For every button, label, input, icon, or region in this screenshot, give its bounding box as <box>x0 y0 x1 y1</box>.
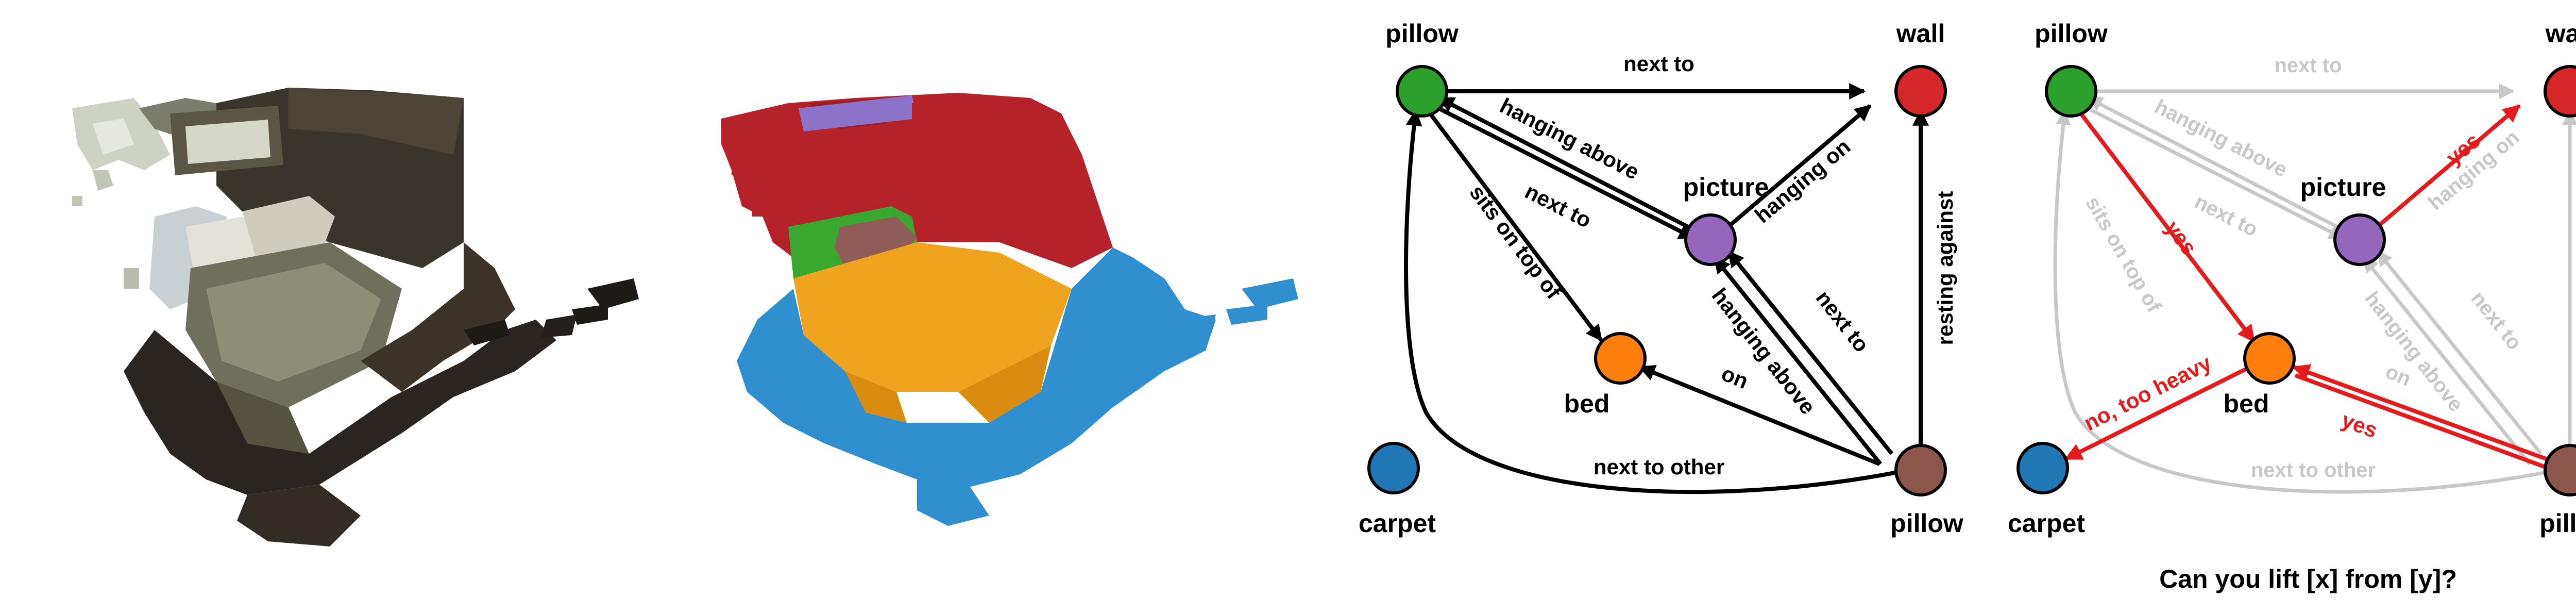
query-graph-panel: pillow wall picture bed carpet pillow ne… <box>1989 0 2576 613</box>
picture-segment <box>799 95 917 131</box>
node-picture <box>1684 213 1737 266</box>
query-edge-picture-wall <box>2375 104 2521 230</box>
edge-picture-wall <box>1725 104 1872 230</box>
edge-pillow-picture <box>1435 105 1696 240</box>
edge-label-resting-against: resting against <box>1933 191 1957 345</box>
faded-edge-pillowb-picture-next <box>2376 250 2543 455</box>
label-pillow-top: pillow <box>2035 19 2108 48</box>
faded-label-next-to-wall: next to <box>2274 54 2342 77</box>
edge-pillowb-pillow <box>1404 109 1901 494</box>
node-wall <box>1894 65 1947 118</box>
faded-edge-pillowb-pillow <box>2053 109 2550 494</box>
edge-pillowb-bed <box>1638 365 1880 466</box>
segmentation-panel <box>670 0 1340 613</box>
node-pillow-top <box>1396 65 1448 118</box>
edge-label-next-to-picture: next to <box>1521 179 1596 233</box>
edge-label-hanging-above-2: hanging above <box>1707 284 1820 419</box>
faded-label-on: on <box>2382 360 2414 390</box>
segmentation-image <box>721 93 1298 526</box>
bed-segment <box>793 242 1072 392</box>
faded-label-next-to-picture: next to <box>2191 190 2261 241</box>
edge-pillowb-picture-next <box>1726 250 1894 455</box>
answer-pillow-bed: yes <box>2161 216 2202 259</box>
node-bed <box>1594 332 1647 385</box>
edge-pillow-bed <box>1424 107 1603 342</box>
query-graph: pillow wall picture bed carpet pillow ne… <box>2008 19 2576 593</box>
scene-graph-panel: pillow wall picture bed carpet pillow ne… <box>1340 0 1989 613</box>
node-pillow-top <box>2045 65 2097 118</box>
label-pillow-top: pillow <box>1385 19 1459 48</box>
faded-edge-picture-pillow <box>2087 96 2346 233</box>
node-bed <box>2243 332 2296 385</box>
carpet-segment <box>737 247 1216 490</box>
edge-pillowb-picture-hang <box>1713 256 1883 466</box>
faded-label-next-to-2: next to <box>2467 287 2526 354</box>
scene-graph: pillow wall picture bed carpet pillow ne… <box>1359 19 1963 538</box>
label-picture: picture <box>1683 173 1769 202</box>
edge-label-next-to-other: next to other <box>1594 455 1724 479</box>
label-carpet: carpet <box>1359 509 1436 538</box>
rgb-scan-panel <box>0 0 670 613</box>
node-picture <box>2333 213 2386 266</box>
label-bed: bed <box>1564 389 1610 418</box>
label-wall: wall <box>1896 19 1945 48</box>
node-wall <box>2544 65 2576 118</box>
rgb-scan-image <box>72 88 639 546</box>
node-pillow-bottom <box>1894 444 1947 496</box>
node-carpet <box>2016 442 2069 494</box>
edge-label-on: on <box>1718 361 1752 393</box>
query-edge-pillowb-bed-2 <box>2294 373 2545 469</box>
label-picture: picture <box>2300 173 2386 202</box>
faded-edge-pillowb-picture-hang <box>2362 256 2531 466</box>
query-question: Can you lift [x] from [y]? <box>2159 565 2457 593</box>
label-carpet: carpet <box>2008 509 2085 538</box>
edge-label-next-to-wall: next to <box>1623 52 1694 76</box>
faded-label-next-to-other: next to other <box>2251 459 2376 482</box>
query-edge-bed-carpet <box>2064 366 2249 461</box>
edge-picture-pillow <box>1437 96 1697 233</box>
query-edge-pillow-bed <box>2077 109 2256 343</box>
node-carpet <box>1367 442 1420 494</box>
label-pillow-bottom: pillow <box>1890 509 1963 538</box>
label-bed: bed <box>2224 389 2269 418</box>
node-pillow-bottom <box>2544 444 2576 496</box>
edge-label-next-to-2: next to <box>1811 286 1874 356</box>
label-wall: wall <box>2545 19 2576 48</box>
answer-pillowb-bed: yes <box>2338 407 2381 442</box>
label-pillow-bottom: pillow <box>2539 509 2576 538</box>
faded-edge-pillow-picture <box>2084 105 2345 240</box>
query-edge-pillowb-bed <box>2292 364 2547 461</box>
